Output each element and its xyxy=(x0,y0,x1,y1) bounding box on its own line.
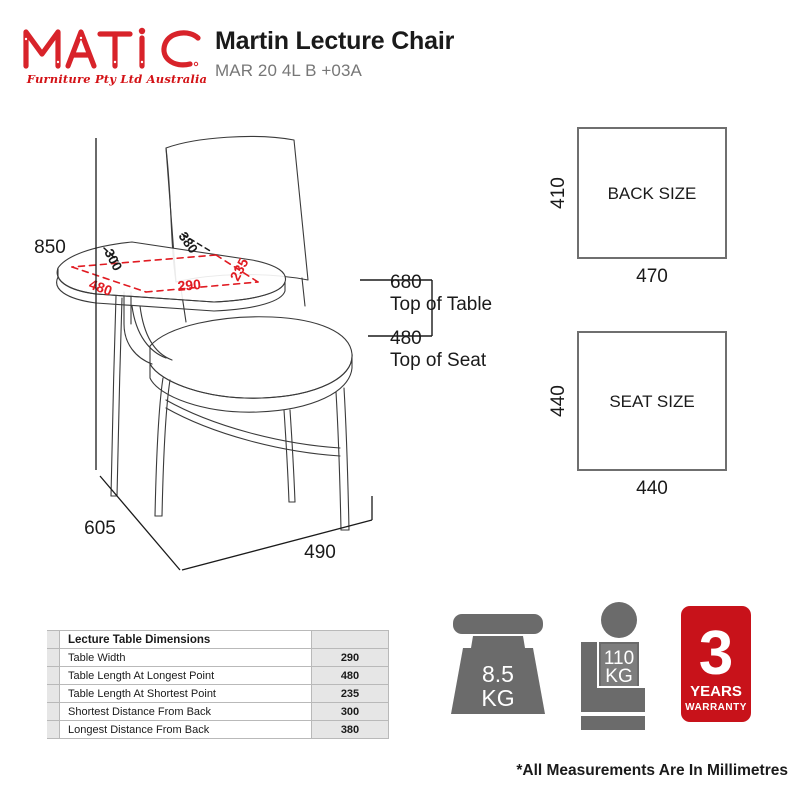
depth-dimension-line xyxy=(99,475,181,571)
table-header-row: Lecture Table Dimensions xyxy=(47,630,389,649)
dimensions-table-wrap: Lecture Table Dimensions Table Width 290… xyxy=(47,630,389,739)
table-height-callout: 680 Top of Table xyxy=(390,272,492,316)
brand-logo: Furniture Pty Ltd Australia xyxy=(18,22,208,94)
table-row: Table Width 290 xyxy=(47,648,389,667)
warranty-warranty-label: WARRANTY xyxy=(685,702,747,713)
row-label: Shortest Distance From Back xyxy=(59,702,312,721)
warranty-badge-icon: 3 YEARS WARRANTY xyxy=(681,606,751,722)
back-size-label: BACK SIZE xyxy=(608,184,697,203)
matic-wordmark-icon xyxy=(23,27,201,69)
dim-table-width: 290 xyxy=(177,276,202,294)
dim-overall-height: 850 xyxy=(34,237,66,258)
chair-outline xyxy=(110,135,353,531)
dim-length-longest: 480 xyxy=(87,276,115,299)
page-title: Martin Lecture Chair xyxy=(215,27,455,55)
back-size-width: 470 xyxy=(636,266,668,287)
seated-person-icon: 110 KG xyxy=(581,602,645,730)
spec-icons: 8.5 KG 110 KG 3 YEARS WARRANTY xyxy=(445,600,790,745)
row-spacer xyxy=(47,702,60,721)
row-label: Table Width xyxy=(59,648,312,667)
table-row: Shortest Distance From Back 300 xyxy=(47,702,389,721)
table-height-label: Top of Table xyxy=(390,293,493,315)
row-label: Longest Distance From Back xyxy=(59,720,312,739)
lecture-table-dimensions-table: Lecture Table Dimensions Table Width 290… xyxy=(47,630,389,739)
row-spacer xyxy=(47,666,60,685)
row-spacer xyxy=(47,684,60,703)
table-title-value-cell xyxy=(311,630,389,649)
row-value: 380 xyxy=(311,720,389,739)
row-value: 480 xyxy=(311,666,389,685)
table-row: Table Length At Shortest Point 235 xyxy=(47,684,389,703)
row-label: Table Length At Longest Point xyxy=(59,666,312,685)
seat-size-height: 440 xyxy=(548,385,569,417)
row-label: Table Length At Shortest Point xyxy=(59,684,312,703)
row-value: 290 xyxy=(311,648,389,667)
table-title-cell: Lecture Table Dimensions xyxy=(59,630,312,649)
row-spacer xyxy=(47,630,60,649)
dim-width: 490 xyxy=(304,542,336,563)
scale-icon: 8.5 KG xyxy=(451,614,545,714)
dim-depth: 605 xyxy=(84,518,116,539)
scale-value: 8.5 xyxy=(482,661,514,687)
chair-technical-drawing: 480 290 235 300 380 850 605 490 xyxy=(34,135,433,571)
table-height-value: 680 xyxy=(390,272,422,293)
warranty-years-label: YEARS xyxy=(690,683,742,700)
seat-height-label: Top of Seat xyxy=(390,349,487,371)
capacity-unit: KG xyxy=(605,666,632,687)
product-code: MAR 20 4L B +03A xyxy=(215,60,362,80)
row-value: 235 xyxy=(311,684,389,703)
row-value: 300 xyxy=(311,702,389,721)
back-size-box: BACK SIZE 410 470 xyxy=(548,127,727,287)
brand-tagline: Furniture Pty Ltd Australia xyxy=(26,72,208,86)
measurement-units-footnote: *All Measurements Are In Millimetres xyxy=(516,762,788,779)
seat-height-value: 480 xyxy=(390,328,422,349)
capacity-value: 110 xyxy=(604,648,634,669)
seat-height-callout: 480 Top of Seat xyxy=(390,328,486,372)
panel-size-boxes: BACK SIZE 410 470 SEAT SIZE 440 440 xyxy=(548,127,727,499)
scale-unit: KG xyxy=(481,685,514,711)
row-spacer xyxy=(47,720,60,739)
warranty-number: 3 xyxy=(699,619,733,688)
seat-size-box: SEAT SIZE 440 440 xyxy=(548,331,727,499)
back-size-height: 410 xyxy=(548,177,569,209)
table-body: Lecture Table Dimensions Table Width 290… xyxy=(47,630,389,739)
seat-size-label: SEAT SIZE xyxy=(609,392,694,411)
back-distance-leaders xyxy=(103,233,213,262)
table-row: Longest Distance From Back 380 xyxy=(47,720,389,739)
width-dimension-line xyxy=(181,496,373,571)
row-spacer xyxy=(47,648,60,667)
table-row: Table Length At Longest Point 480 xyxy=(47,666,389,685)
title-block: Martin Lecture Chair MAR 20 4L B +03A xyxy=(215,27,455,81)
height-leader-lines xyxy=(360,279,433,337)
seat-size-width: 440 xyxy=(636,478,668,499)
